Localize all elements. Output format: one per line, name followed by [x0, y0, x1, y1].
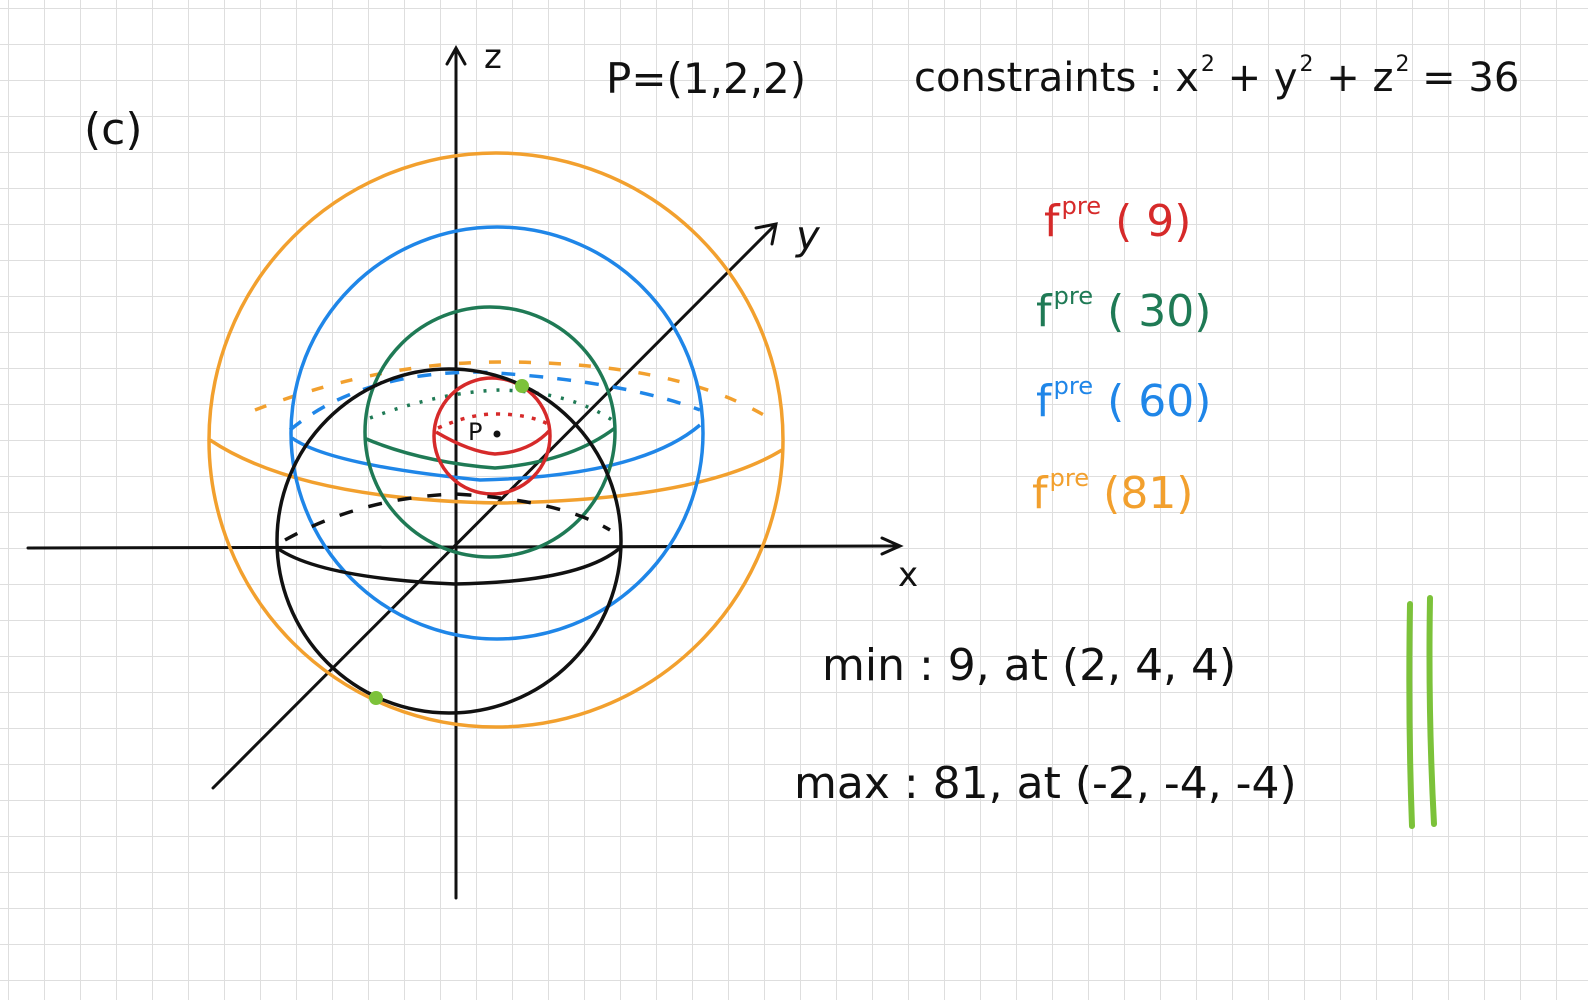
- legend-f: f: [1044, 196, 1060, 247]
- constraint-sphere: [275, 367, 623, 715]
- max-result: max : 81, at (-2, -4, -4): [794, 758, 1297, 809]
- legend-row-9: fpre ( 9): [1044, 192, 1192, 247]
- z-axis-label: z: [484, 37, 502, 77]
- level-sphere-81: [207, 151, 785, 729]
- x-axis: [26, 544, 900, 550]
- legend-row-60: fpre ( 60): [1036, 372, 1212, 427]
- legend-sup: pre: [1053, 282, 1094, 311]
- point-label: P=(1,2,2): [606, 54, 807, 103]
- y-axis-arrow: [754, 222, 778, 246]
- min-result: min : 9, at (2, 4, 4): [822, 640, 1237, 691]
- x-axis-arrow: [880, 536, 904, 556]
- z-axis-arrow: [445, 44, 467, 66]
- constraint-z-exp: 2: [1395, 52, 1410, 78]
- double-bar-mark: [1406, 595, 1437, 829]
- constraint-y: + y: [1227, 55, 1298, 101]
- level-sphere-30: [363, 305, 617, 559]
- part-label: (c): [84, 104, 143, 155]
- legend-f: f: [1036, 376, 1052, 427]
- legend-value: ( 9): [1115, 196, 1192, 247]
- legend-sup: pre: [1053, 372, 1094, 401]
- point-marker-label: P: [468, 418, 483, 446]
- point-p-dot: [493, 430, 501, 438]
- constraint-y-exp: 2: [1299, 52, 1314, 78]
- level-sphere-9: [432, 376, 552, 496]
- legend-value: (81): [1103, 468, 1194, 519]
- constraint-x-exp: 2: [1200, 52, 1215, 78]
- legend-sup: pre: [1049, 464, 1090, 493]
- constraint-x: x: [1175, 55, 1199, 101]
- constraint-label: constraints :: [914, 55, 1163, 101]
- legend-f: f: [1036, 286, 1052, 337]
- axes: [26, 44, 904, 900]
- legend-row-81: fpre (81): [1032, 464, 1194, 519]
- constraint-z: + z: [1326, 55, 1394, 101]
- x-axis-label: x: [898, 555, 919, 595]
- legend-value: ( 30): [1107, 286, 1212, 337]
- min-point-marker: [515, 379, 529, 393]
- legend-value: ( 60): [1107, 376, 1212, 427]
- max-point-marker: [369, 691, 383, 705]
- legend-row-30: fpre ( 30): [1036, 282, 1212, 337]
- y-axis: [211, 224, 776, 790]
- constraint-equation: constraints : x2 + y2 + z2 = 36: [914, 54, 1520, 101]
- legend-sup: pre: [1061, 192, 1102, 221]
- constraint-rhs: = 36: [1422, 55, 1520, 101]
- legend-f: f: [1032, 468, 1048, 519]
- y-axis-label: y: [796, 213, 820, 259]
